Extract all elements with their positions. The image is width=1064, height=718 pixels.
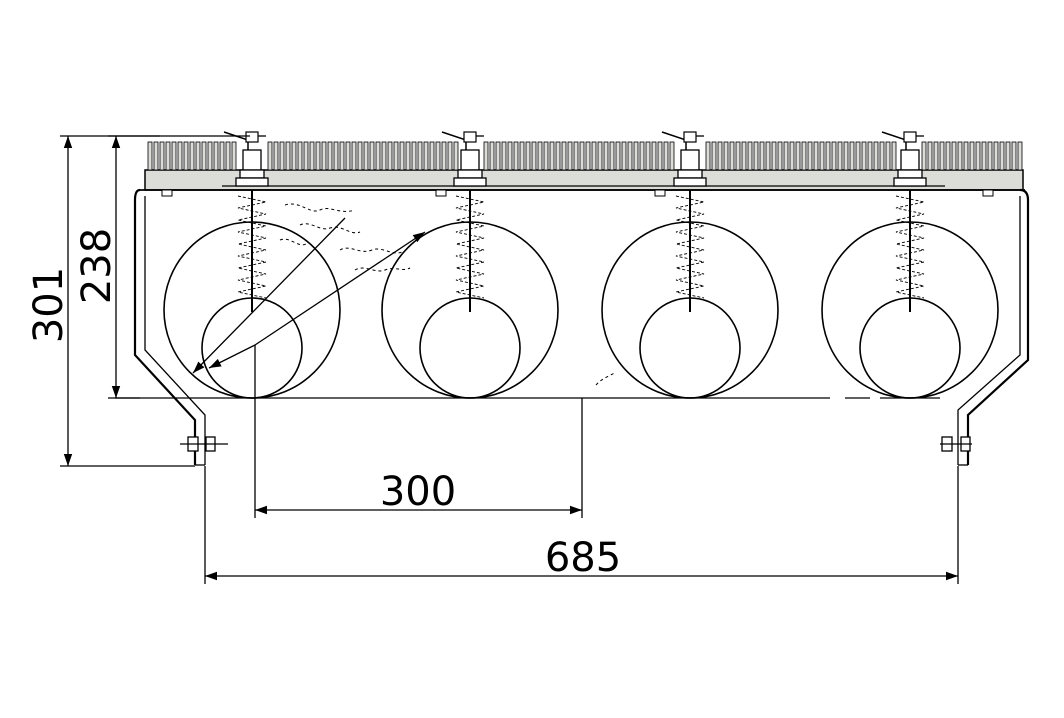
lamp-unit xyxy=(821,131,999,399)
mounting-plate xyxy=(140,185,1025,197)
dimension-label-300: 300 xyxy=(380,469,456,515)
dimension-300: 300 xyxy=(254,345,583,518)
right-bracket xyxy=(957,188,1030,466)
left-bracket xyxy=(133,188,206,466)
inner-circle xyxy=(639,297,741,399)
inner-circle xyxy=(859,297,961,399)
right-bolt xyxy=(940,436,972,452)
dimension-label-301: 301 xyxy=(26,267,72,343)
dimension-label-685: 685 xyxy=(545,535,621,581)
dimension-685: 685 xyxy=(204,466,959,584)
dimension-238: 238 xyxy=(74,135,160,399)
inner-circle xyxy=(419,297,521,399)
left-bolt xyxy=(180,436,228,452)
heat-sink-fins xyxy=(144,141,1024,191)
lamp-units xyxy=(163,131,999,399)
dimension-label-238: 238 xyxy=(74,228,120,304)
lamp-unit xyxy=(601,131,779,399)
radius-leaders xyxy=(192,217,426,374)
dimension-301: 301 xyxy=(26,135,250,467)
